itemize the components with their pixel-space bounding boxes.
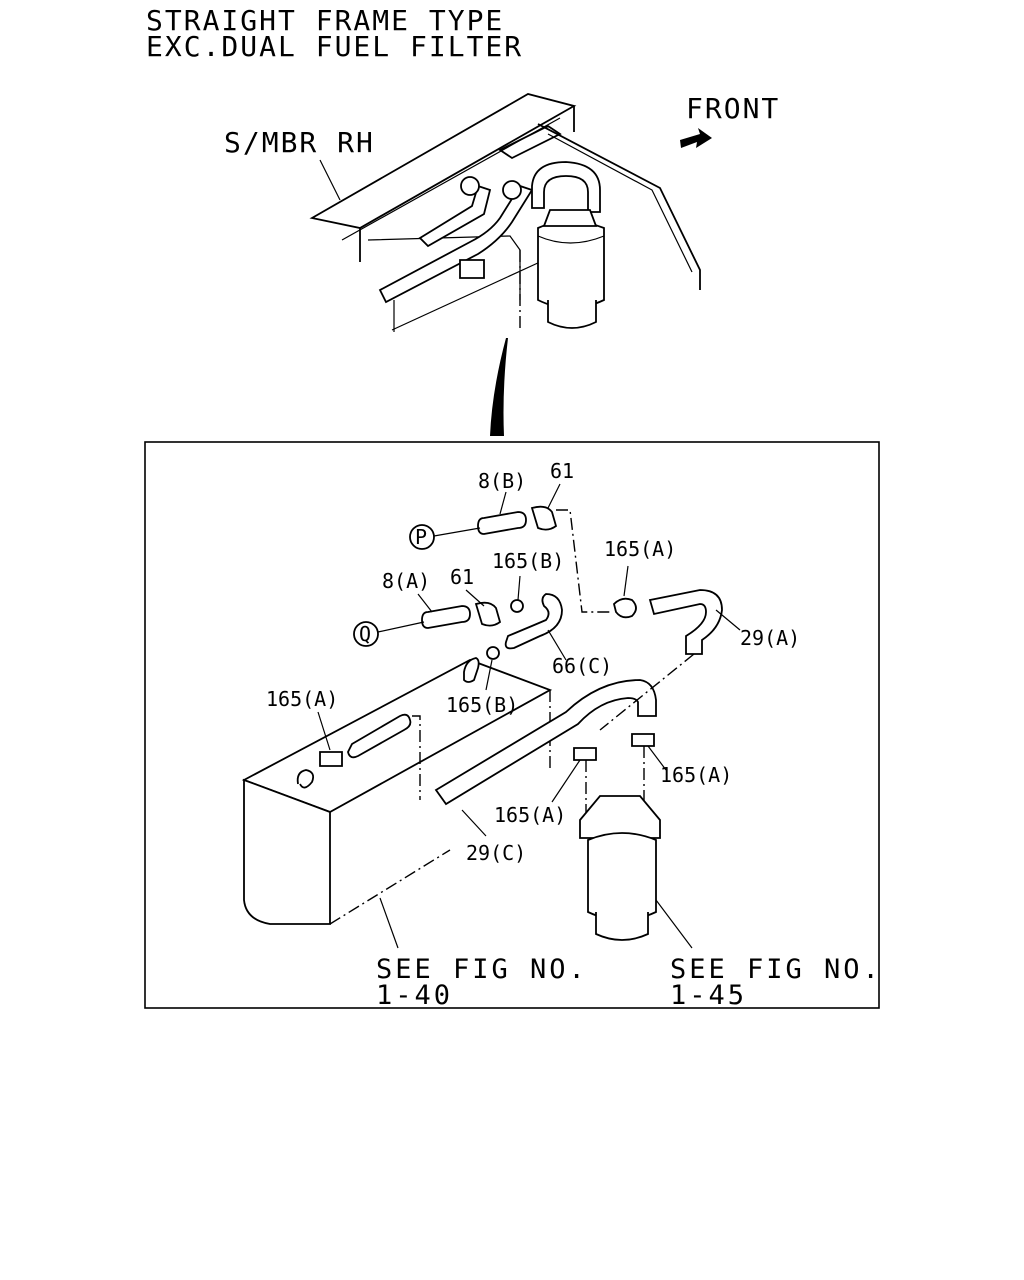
clamp-165a-center xyxy=(573,747,597,761)
ref-q-circle xyxy=(353,621,379,647)
hose-8b xyxy=(477,511,527,535)
filter-head xyxy=(579,795,661,839)
see-right-line-2: 1-45 xyxy=(670,980,747,1011)
see-left-line-1: SEE FIG NO. xyxy=(376,954,588,985)
hose-8a xyxy=(421,605,471,629)
title-line-1: STRAIGHT FRAME TYPE xyxy=(146,4,504,37)
see-right-line-1: SEE FIG NO. xyxy=(670,954,882,985)
detail-frame xyxy=(144,441,880,1009)
label-165a-right: 165(A) xyxy=(660,763,732,787)
clamp-165b-bottom xyxy=(486,646,500,660)
label-165a-top: 165(A) xyxy=(604,537,676,561)
hose-66c xyxy=(504,593,563,650)
clamp-165a-right xyxy=(631,733,655,747)
bracket-outline xyxy=(537,123,701,290)
label-8a: 8(A) xyxy=(382,569,430,593)
label-ref-q: Q xyxy=(359,622,371,646)
clip-61-top xyxy=(530,505,558,531)
clamp-165b-top xyxy=(510,599,524,613)
title-line-2: EXC.DUAL FUEL FILTER xyxy=(146,30,523,63)
hose-small xyxy=(347,713,412,759)
fuel-tank xyxy=(241,659,553,813)
label-61-top: 61 xyxy=(550,459,574,483)
frame-label: S/MBR RH xyxy=(224,126,375,159)
front-label: FRONT xyxy=(686,92,780,125)
label-165a-left: 165(A) xyxy=(266,687,338,711)
label-29c: 29(C) xyxy=(466,841,526,865)
overview-u-hose xyxy=(531,161,601,213)
front-arrow-icon xyxy=(680,128,712,148)
label-29a: 29(A) xyxy=(740,626,800,650)
label-165b-bottom: 165(B) xyxy=(446,693,518,717)
fuel-filter xyxy=(587,832,657,921)
label-66c: 66(C) xyxy=(552,654,612,678)
label-165a-center: 165(A) xyxy=(494,803,566,827)
label-8b: 8(B) xyxy=(478,469,526,493)
overview-illustration xyxy=(309,93,712,436)
overview-fuel-filter xyxy=(537,220,605,309)
hose-29c xyxy=(434,679,657,806)
detail-illustration xyxy=(241,483,741,949)
label-ref-p: P xyxy=(415,525,427,549)
ref-p-circle xyxy=(409,524,435,550)
label-61-mid: 61 xyxy=(450,565,474,589)
hose-29a xyxy=(648,589,723,655)
label-165b-top: 165(B) xyxy=(492,549,564,573)
clamp-165a-top xyxy=(613,597,637,619)
zoom-pointer-icon xyxy=(490,338,508,436)
see-left-line-2: 1-40 xyxy=(376,980,453,1011)
